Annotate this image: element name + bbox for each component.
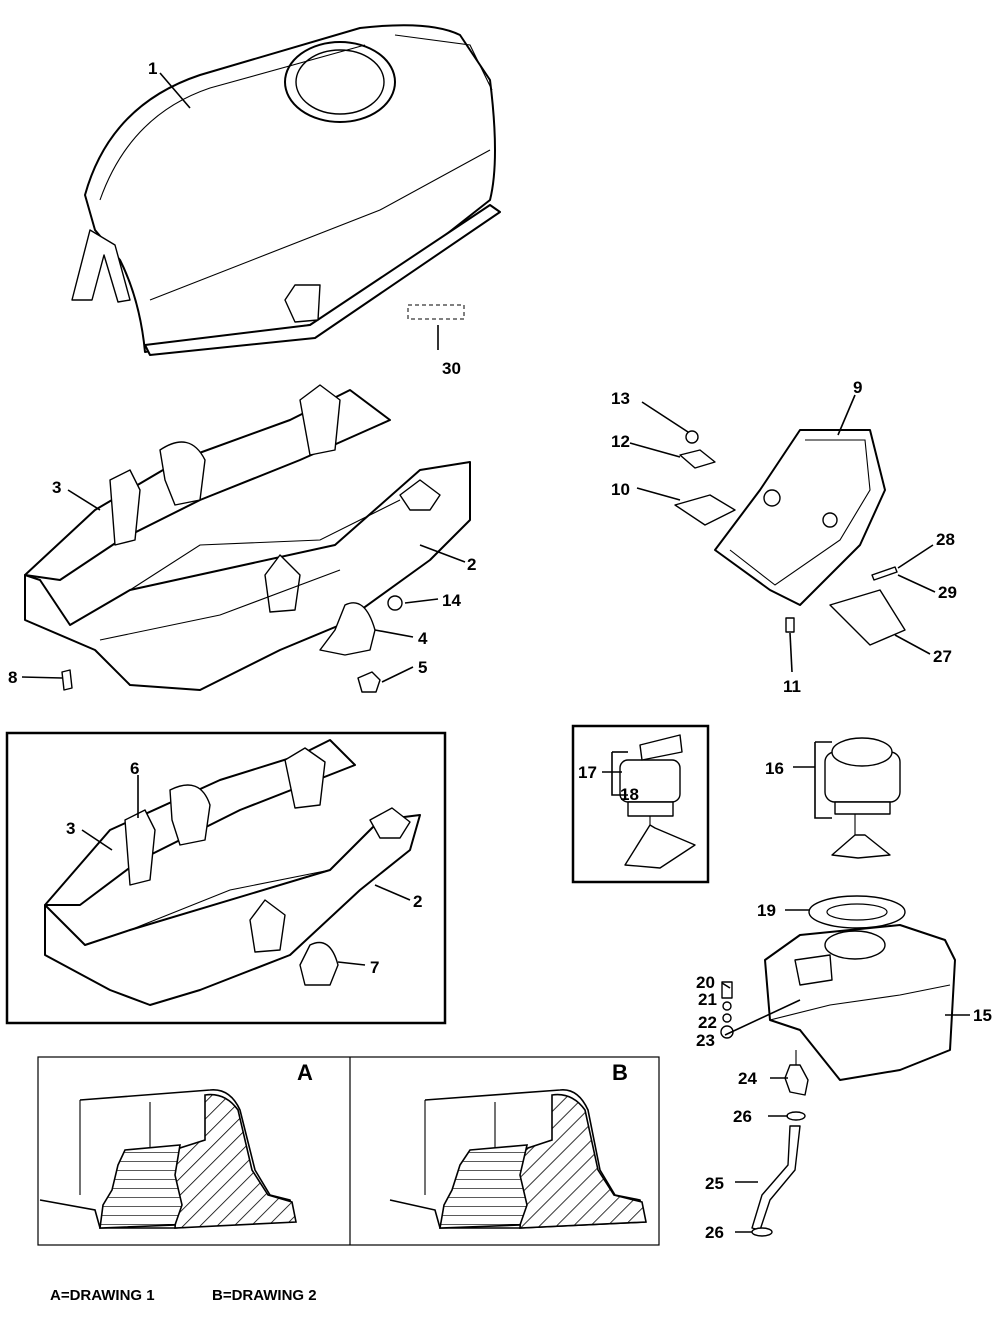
callout-26-lower: 26 bbox=[705, 1223, 724, 1242]
part-4 bbox=[319, 602, 376, 656]
part-5 bbox=[357, 671, 381, 693]
lower-cowl-assembly-upper bbox=[24, 384, 471, 691]
callout-25: 25 bbox=[705, 1174, 724, 1193]
callout-16: 16 bbox=[765, 759, 784, 778]
part-30-outline bbox=[407, 304, 465, 320]
callout-12: 12 bbox=[611, 432, 630, 451]
callout-7: 7 bbox=[370, 958, 379, 977]
section-panels-frame bbox=[37, 1056, 660, 1246]
lower-cowl-assembly-alt bbox=[44, 739, 421, 1006]
part-25 bbox=[751, 1125, 801, 1231]
callout-30: 30 bbox=[442, 359, 461, 378]
section-a: A bbox=[39, 1060, 313, 1229]
part-24 bbox=[784, 1064, 809, 1096]
callout-19: 19 bbox=[757, 901, 776, 920]
callout-28: 28 bbox=[936, 530, 955, 549]
callout-22: 22 bbox=[698, 1013, 717, 1032]
legend-b: B=DRAWING 2 bbox=[212, 1287, 317, 1304]
bracket-assembly bbox=[674, 429, 906, 646]
part-13 bbox=[685, 430, 699, 444]
fuel-cap-16 bbox=[824, 737, 901, 859]
part-10 bbox=[674, 494, 736, 526]
callout-1: 1 bbox=[148, 59, 157, 78]
callout-26-upper: 26 bbox=[733, 1107, 752, 1126]
cap-variant-frame bbox=[571, 724, 710, 884]
part-21 bbox=[722, 1001, 732, 1011]
callout-13: 13 bbox=[611, 389, 630, 408]
callout-9: 9 bbox=[853, 378, 862, 397]
alt-lower-cowl-frame bbox=[5, 731, 447, 1025]
section-panels: A B bbox=[37, 1056, 660, 1246]
section-b-label: B bbox=[612, 1060, 628, 1085]
section-a-label: A bbox=[297, 1060, 313, 1085]
callout-14: 14 bbox=[442, 591, 461, 610]
callout-23: 23 bbox=[696, 1031, 715, 1050]
callout-20: 20 bbox=[696, 973, 715, 992]
part-14 bbox=[387, 595, 403, 611]
callout-24: 24 bbox=[738, 1069, 757, 1088]
part-20 bbox=[721, 981, 733, 999]
callout-4: 4 bbox=[418, 629, 428, 648]
fuel-tank bbox=[764, 895, 956, 1081]
part-8 bbox=[61, 669, 73, 691]
callout-5: 5 bbox=[418, 658, 427, 677]
part-27 bbox=[829, 589, 906, 646]
part-28 bbox=[871, 566, 898, 581]
part-26-lower bbox=[751, 1227, 773, 1237]
callout-2-lower: 2 bbox=[413, 892, 422, 911]
callout-3-upper: 3 bbox=[52, 478, 61, 497]
legend: A=DRAWING 1 B=DRAWING 2 bbox=[50, 1287, 317, 1304]
callout-27: 27 bbox=[933, 647, 952, 666]
callout-10: 10 bbox=[611, 480, 630, 499]
callout-15: 15 bbox=[973, 1006, 992, 1025]
part-26-upper bbox=[786, 1111, 806, 1121]
legend-a: A=DRAWING 1 bbox=[50, 1287, 155, 1304]
top-cowl bbox=[71, 24, 501, 356]
callout-2-upper: 2 bbox=[467, 555, 476, 574]
small-parts-upper bbox=[61, 595, 403, 693]
callout-3-lower: 3 bbox=[66, 819, 75, 838]
section-b: B bbox=[389, 1060, 647, 1229]
leader-lines bbox=[21, 72, 970, 1233]
callout-labels: 1 30 3 2 14 4 5 8 13 12 10 9 11 28 29 27… bbox=[8, 59, 992, 1242]
callout-21: 21 bbox=[698, 990, 717, 1009]
part-7 bbox=[299, 941, 339, 986]
callout-18: 18 bbox=[620, 785, 639, 804]
part-11 bbox=[785, 617, 795, 633]
fuel-cap-variant bbox=[619, 734, 696, 869]
callout-17: 17 bbox=[578, 763, 597, 782]
callout-8: 8 bbox=[8, 668, 17, 687]
callout-29: 29 bbox=[938, 583, 957, 602]
callout-6: 6 bbox=[130, 759, 139, 778]
part-12 bbox=[679, 449, 716, 469]
part-22 bbox=[722, 1013, 732, 1023]
callout-11: 11 bbox=[783, 677, 801, 696]
